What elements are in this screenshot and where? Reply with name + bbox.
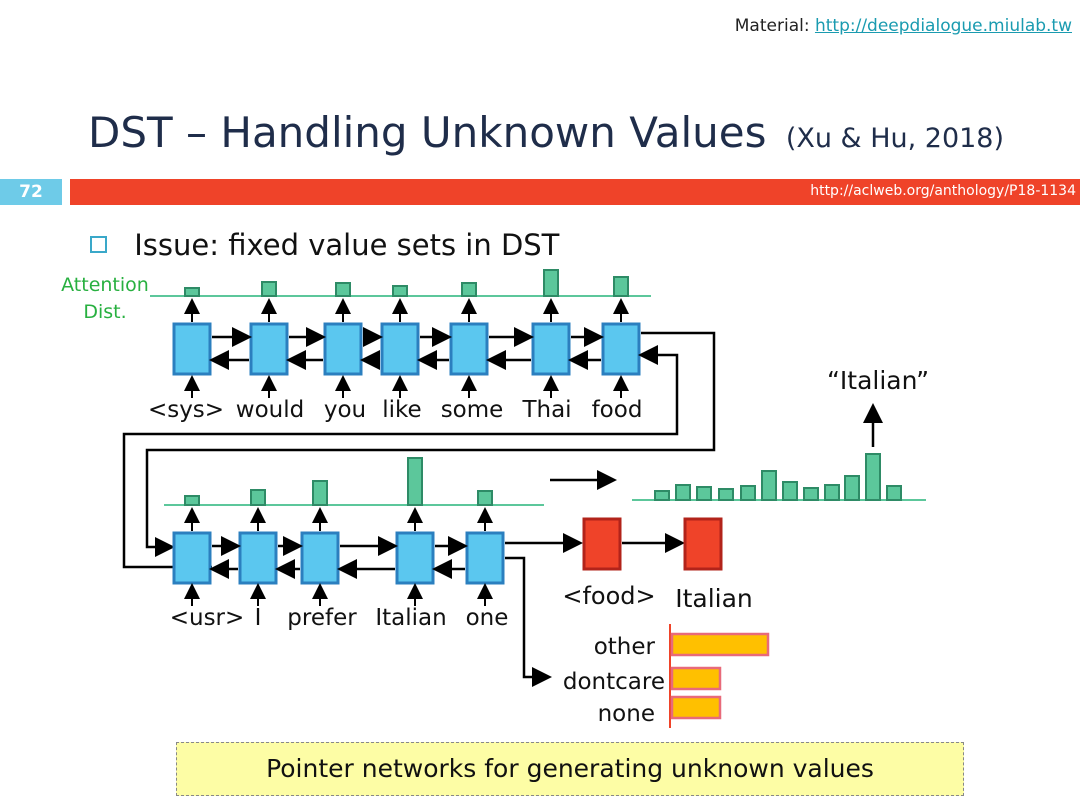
gate-bar-other — [670, 632, 770, 657]
sys-token: Thai — [521, 397, 571, 423]
usr-recurrent-arrows — [209, 536, 468, 579]
slot-label: <food> — [562, 582, 655, 610]
sys-token: some — [441, 397, 504, 423]
usr-to-sys-connector-inner — [122, 345, 679, 569]
bullet-text: Issue: fixed value sets in DST — [134, 228, 560, 262]
sys-tokens: <sys> would you like some Thai food — [148, 397, 642, 423]
usr-attention-bar — [184, 495, 200, 506]
reference-link[interactable]: http://aclweb.org/anthology/P18-1134 — [810, 183, 1076, 199]
material-label: Material: — [734, 16, 810, 36]
usr-attention-bar — [312, 480, 328, 506]
slot-decoder-cell — [582, 517, 622, 571]
output-label: “Italian” — [827, 366, 929, 395]
sys-attention-arrows — [184, 298, 629, 322]
material-source: Material: http://deepdialogue.miulab.tw — [735, 16, 1072, 36]
usr-attention-bar — [250, 489, 266, 506]
bullet-item: Issue: fixed value sets in DST — [90, 228, 559, 262]
attention-label-line2: Dist. — [83, 301, 126, 323]
gate-option-label: none — [598, 701, 655, 727]
sys-to-usr-connector-outer — [145, 331, 716, 557]
pointer-distribution-bars — [654, 453, 902, 501]
sys-token: would — [236, 397, 304, 423]
value-label: Italian — [675, 584, 753, 613]
caption-box: Pointer networks for generating unknown … — [176, 742, 964, 796]
material-link[interactable]: http://deepdialogue.miulab.tw — [814, 16, 1072, 36]
gate-bar-none — [670, 695, 722, 720]
sys-token: <sys> — [148, 397, 224, 423]
sys-attention-bar — [613, 276, 629, 297]
sys-token: food — [592, 397, 643, 423]
gate-connector — [505, 556, 552, 687]
usr-token: prefer — [287, 605, 357, 631]
gate-bar-dontcare — [670, 666, 722, 691]
gate-labels: other dontcare none — [563, 634, 665, 727]
usr-encoder-cells — [172, 531, 505, 585]
value-decoder-cell — [683, 517, 723, 571]
usr-input-arrows — [184, 583, 493, 606]
sys-recurrent-arrows — [209, 327, 604, 370]
usr-attention-bar — [477, 490, 493, 506]
usr-token: one — [466, 605, 509, 631]
title-main: DST – Handling Unknown Values — [88, 108, 767, 157]
slide-title: DST – Handling Unknown Values (Xu & Hu, … — [88, 108, 1004, 157]
sys-attention-bar — [461, 282, 477, 297]
slide-number: 72 — [0, 179, 62, 205]
usr-attention-arrows — [184, 507, 493, 531]
sys-attention-bar — [335, 282, 351, 297]
sys-token: like — [382, 397, 421, 423]
bullet-square-icon — [90, 235, 107, 253]
usr-tokens: <usr> I prefer Italian one — [170, 605, 509, 631]
usr-token: I — [255, 605, 262, 631]
sys-attention-bar — [392, 285, 408, 297]
sys-attention-bar — [261, 281, 277, 297]
attention-label-line1: Attention — [61, 274, 149, 296]
sys-token: you — [324, 397, 366, 423]
usr-token: <usr> — [170, 605, 245, 631]
gate-option-label: dontcare — [563, 669, 665, 695]
sys-input-arrows — [184, 375, 629, 398]
sys-encoder-cells — [172, 322, 641, 376]
title-divider-bar — [70, 179, 1080, 205]
sys-attention-bar — [184, 287, 200, 297]
sys-attention-bar — [543, 269, 559, 297]
usr-token: Italian — [375, 605, 446, 631]
gate-option-label: other — [594, 634, 656, 660]
usr-attention-bar — [407, 457, 423, 506]
gate-bars — [670, 632, 770, 720]
title-citation: (Xu & Hu, 2018) — [785, 123, 1005, 154]
